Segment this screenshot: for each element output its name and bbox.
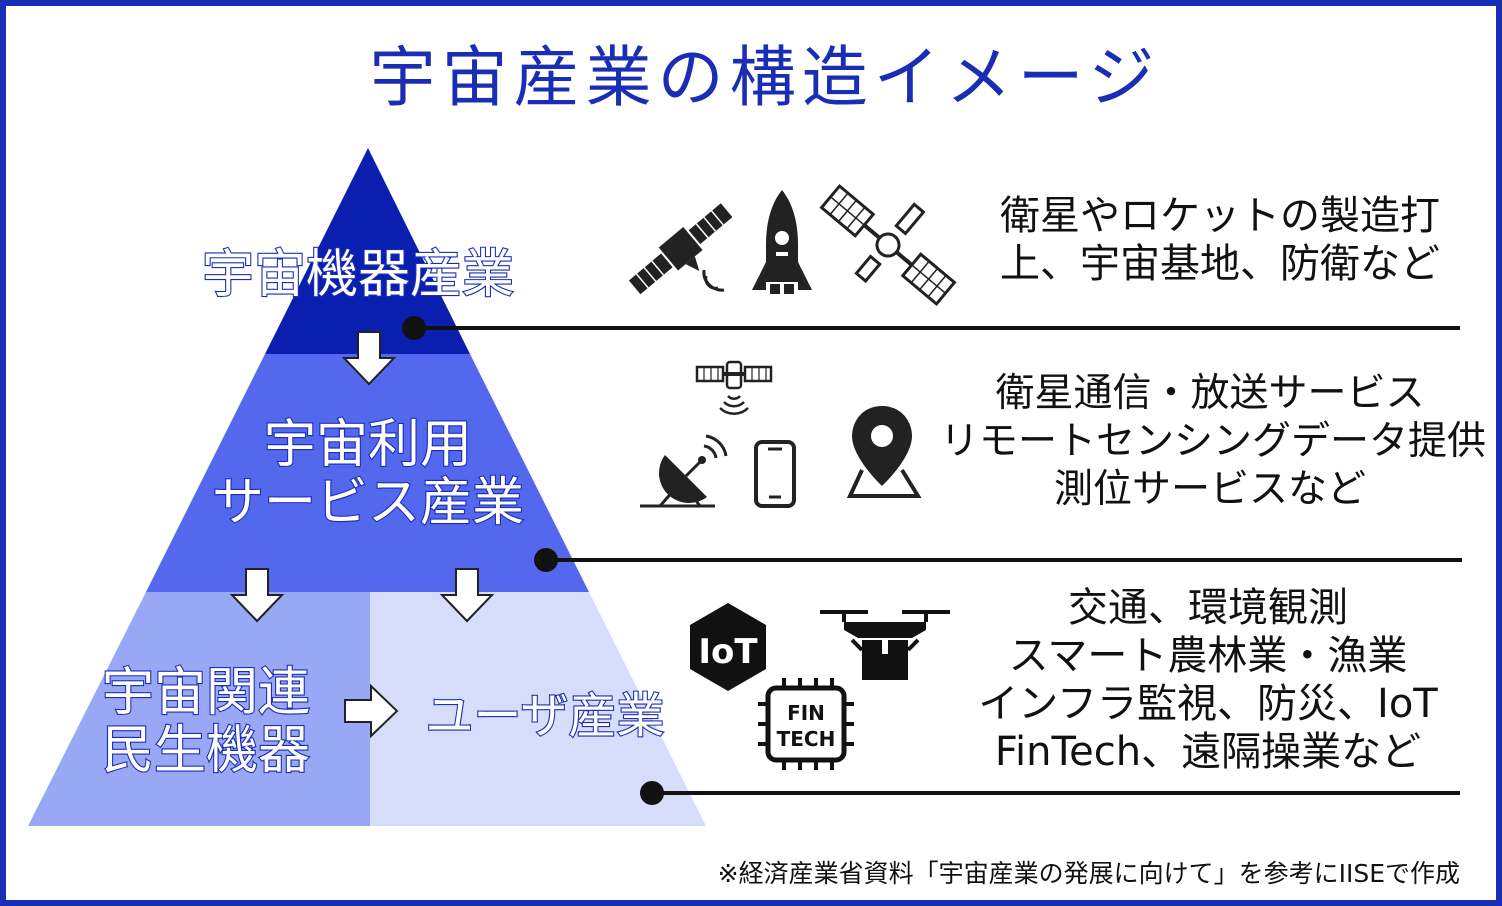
tier-2-label-line2: サービス産業 — [212, 473, 524, 533]
connector-dot-1 — [402, 316, 426, 340]
tier-3-right-shape — [370, 592, 706, 826]
page-title: 宇宙産業の構造イメージ — [370, 39, 1161, 116]
row-2-line-2: リモートセンシングデータ提供 — [940, 419, 1487, 464]
row-1-line-2: 上、宇宙基地、防衛など — [1000, 241, 1440, 287]
down-arrow-icon — [229, 568, 285, 623]
row-2-line-1: 衛星通信・放送サービス — [995, 371, 1425, 416]
tier-2-label-line1: 宇宙利用 — [264, 415, 472, 475]
iot-label: IoT — [698, 632, 758, 672]
fintech-chip-icon: FIN TECH — [758, 678, 854, 770]
row-3-description: 交通、環境観測 スマート農林業・漁業 インフラ監視、防災、IoT FinTech… — [952, 584, 1464, 776]
rocket-icon — [752, 190, 812, 296]
connector-dot-2 — [534, 548, 558, 572]
down-arrow-icon — [439, 568, 495, 623]
small-satellite-icon — [695, 360, 773, 415]
tier-3-left-label-line1: 宇宙関連 — [102, 663, 310, 723]
signal-waves-icon — [702, 269, 725, 292]
smartphone-icon — [754, 440, 796, 508]
row-3-line-1: 交通、環境観測 — [1068, 585, 1348, 631]
satellite-dish-icon — [640, 434, 728, 508]
map-pin-icon — [846, 406, 922, 498]
row-2-description: 衛星通信・放送サービス リモートセンシングデータ提供 測位サービスなど — [940, 370, 1487, 514]
row-3-line-4: FinTech、遠隔操業など — [994, 729, 1422, 775]
right-arrow-icon — [344, 683, 399, 739]
row-1-description: 衛星やロケットの製造打 上、宇宙基地、防衛など — [950, 192, 1490, 288]
down-arrow-icon — [341, 331, 397, 386]
row-1-line-1: 衛星やロケットの製造打 — [1000, 193, 1440, 239]
space-station-icon — [819, 183, 957, 307]
tier-2-shape — [146, 354, 589, 592]
iot-hexagon-icon: IoT — [690, 603, 766, 691]
tier-3-left-shape — [28, 592, 370, 826]
fintech-label-line2: TECH — [777, 727, 836, 751]
row-3-line-2: スマート農林業・漁業 — [1008, 633, 1408, 679]
fintech-label-line1: FIN — [787, 701, 825, 725]
row-3-line-3: インフラ監視、防災、IoT — [978, 681, 1438, 727]
source-note: ※経済産業省資料「宇宙産業の発展に向けて」を参考にIISEで作成 — [717, 859, 1460, 888]
tier-1-shape — [265, 148, 470, 354]
row-2-line-3: 測位サービスなど — [1053, 467, 1366, 512]
tier-3-left-label-line2: 民生機器 — [102, 721, 310, 781]
tier-1-label: 宇宙機器産業 — [202, 245, 514, 305]
drone-icon — [820, 610, 950, 680]
satellite-icon — [628, 203, 733, 295]
tier-3-right-label: ユーザ産業 — [425, 688, 664, 744]
connector-dot-3 — [640, 781, 664, 805]
